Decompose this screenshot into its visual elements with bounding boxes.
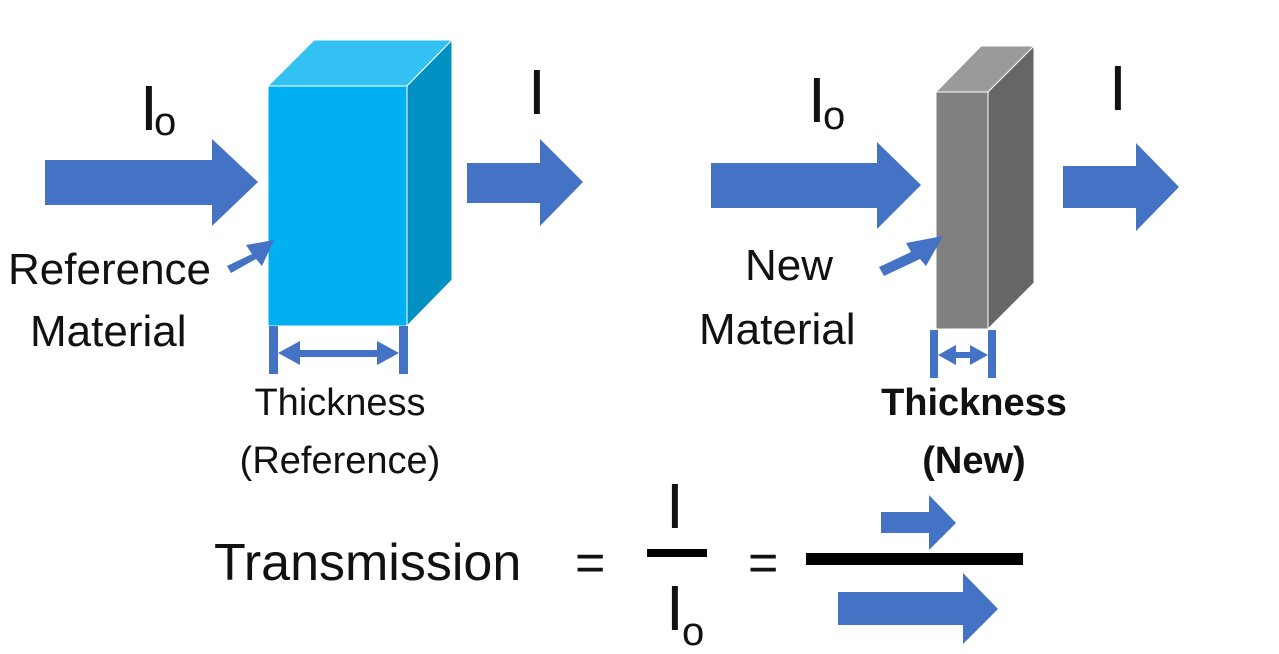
reference-label-pointer-arrow bbox=[227, 240, 274, 273]
equation-denominator-subscript: o bbox=[682, 610, 705, 654]
equation-transmission-term: Transmission bbox=[214, 534, 522, 592]
new-incident-intensity-subscript: o bbox=[823, 94, 846, 138]
new-material-label-line1: New bbox=[744, 241, 834, 290]
new-thickness-label-line2: (New) bbox=[922, 440, 1026, 482]
new-transmitted-intensity-label: I bbox=[1109, 52, 1127, 124]
reference-incident-intensity-subscript: o bbox=[154, 100, 177, 144]
reference-block-side bbox=[406, 38, 453, 328]
new-incident-intensity-label: I bbox=[808, 64, 826, 136]
new-material-label-line2: Material bbox=[699, 305, 856, 354]
new-label-pointer-arrow bbox=[879, 236, 943, 276]
reference-transmitted-intensity-label: I bbox=[528, 56, 546, 128]
new-transmitted-arrow bbox=[1063, 143, 1179, 231]
equation-first-equals: = bbox=[575, 534, 606, 592]
equation-numerator-intensity: I bbox=[666, 470, 684, 542]
new-thickness-label-line1: Thickness bbox=[881, 382, 1067, 424]
equation-large-arrow bbox=[838, 573, 998, 644]
new-block-side bbox=[987, 44, 1035, 331]
new-thickness-marker bbox=[930, 330, 996, 378]
reference-incident-arrow bbox=[45, 139, 258, 226]
reference-block-front bbox=[267, 85, 408, 327]
reference-incident-intensity-label: I bbox=[140, 72, 158, 144]
fraction-bar-arrows bbox=[806, 553, 1023, 565]
reference-material-block bbox=[266, 38, 454, 328]
reference-thickness-label-line1: Thickness bbox=[254, 382, 426, 424]
reference-transmitted-arrow bbox=[467, 139, 583, 226]
equation-second-equals: = bbox=[748, 534, 779, 592]
equation-denominator-intensity: I bbox=[666, 572, 684, 644]
reference-material-label-line2: Material bbox=[30, 307, 187, 356]
reference-material-label-line1: Reference bbox=[8, 245, 212, 294]
new-material-block bbox=[934, 44, 1036, 331]
reference-thickness-label-line2: (Reference) bbox=[239, 440, 441, 482]
fraction-bar-symbols bbox=[647, 549, 707, 557]
new-incident-arrow bbox=[711, 142, 921, 229]
equation-small-arrow bbox=[881, 495, 956, 550]
reference-thickness-marker bbox=[269, 326, 408, 374]
new-block-front bbox=[935, 91, 989, 330]
